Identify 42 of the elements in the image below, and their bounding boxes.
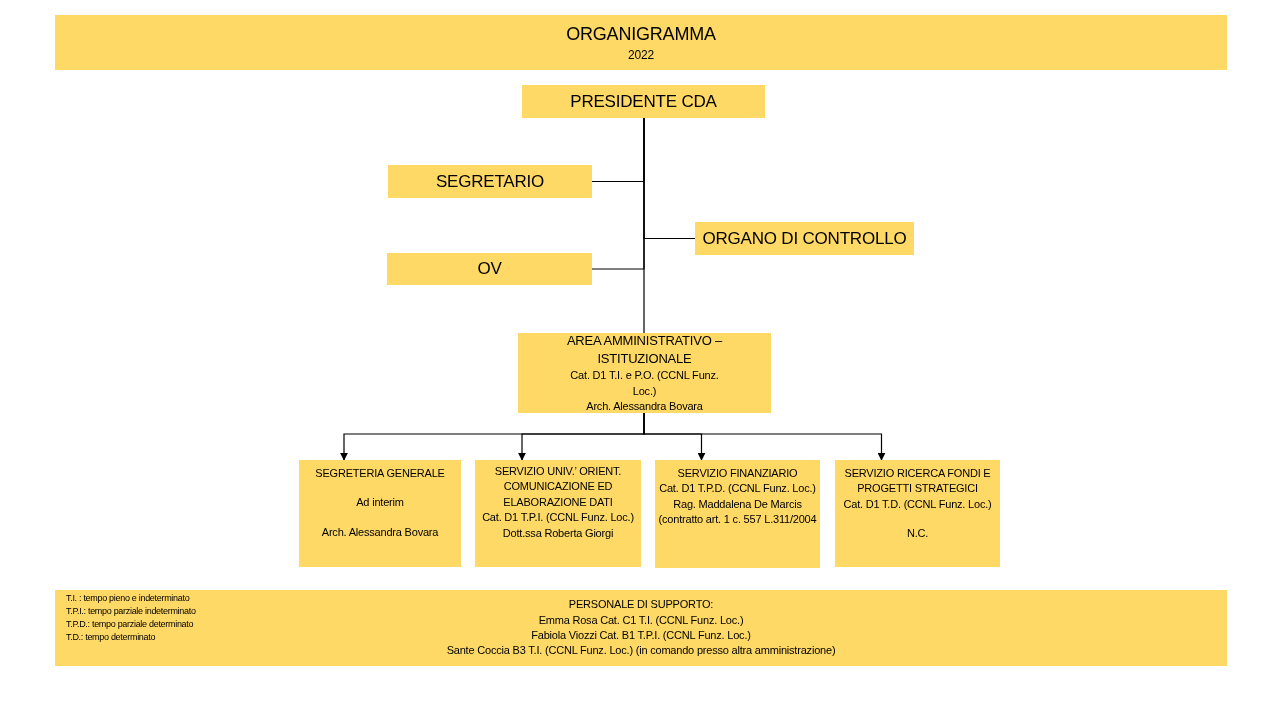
unit-detail: Ad interim (356, 495, 404, 511)
unit-detail: Rag. Maddalena De Marcis (contratto art. 1 c. 557 L.311/2004 (657, 496, 818, 528)
unit-title: AREA AMMINISTRATIVO – ISTITUZIONALE (565, 331, 724, 368)
unit-detail: Cat. D1 T.P.I. (CCNL Funz. Loc.) (482, 510, 634, 526)
unit-detail: Cat. D1 T.D. (CCNL Funz. Loc.) (843, 496, 992, 512)
unit-detail: Fabiola Viozzi Cat. B1 T.P.I. (CCNL Funz. Loc.) (531, 628, 751, 643)
unit-title: SERVIZIO FINANZIARIO (677, 466, 798, 481)
org-unit-box (522, 85, 765, 118)
org-unit-box (388, 165, 592, 198)
unit-detail: Dott.ssa Roberta Giorgi (502, 525, 614, 541)
org-unit-box (655, 460, 820, 568)
connector-line (643, 412, 886, 461)
abbreviation-note: T.D.: tempo determinato (66, 632, 156, 642)
abbreviation-note: T.P.I.: tempo parziale indeterminato (66, 606, 196, 616)
unit-detail: Arch. Alessandra Bovara (321, 524, 439, 540)
unit-detail: N.C. (906, 526, 929, 542)
unit-detail: Cat. D1 T.P.D. (CCNL Funz. Loc.) (659, 481, 816, 497)
unit-detail: Cat. D1 T.I. e P.O. (CCNL Funz. Loc.) (569, 368, 720, 399)
org-unit-box (387, 253, 592, 285)
org-unit-box (475, 460, 641, 567)
unit-title: PERSONALE DI SUPPORTO: (568, 597, 714, 613)
org-unit-box (835, 460, 1000, 567)
abbreviation-note: T.I. : tempo pieno e indeterminato (66, 593, 190, 603)
org-unit-box (518, 333, 771, 413)
org-unit-box (695, 222, 914, 255)
abbreviation-note: T.P.D.: tempo parziale determinato (66, 619, 194, 629)
year-label: 2022 (628, 46, 654, 64)
title: ORGANIGRAMMA (566, 22, 716, 46)
unit-title: ORGANO DI CONTROLLO (702, 227, 907, 250)
org-unit-box (299, 460, 461, 567)
unit-title: SEGRETERIA GENERALE (315, 466, 445, 481)
unit-detail: Sante Coccia B3 T.I. (CCNL Funz. Loc.) (in comando presso altra amministrazione) (446, 643, 836, 659)
title-banner (55, 15, 1227, 70)
unit-detail: Emma Rosa Cat. C1 T.I. (CCNL Funz. Loc.) (538, 612, 744, 628)
unit-detail: Arch. Alessandra Bovara (586, 398, 703, 414)
unit-title: OV (477, 258, 502, 281)
connector-line (643, 117, 645, 334)
support-staff-panel (55, 590, 1227, 666)
unit-title: SEGRETARIO (435, 170, 545, 193)
unit-title: PRESIDENTE CDA (570, 90, 717, 113)
unit-title: SERVIZIO RICERCA FONDI E PROGETTI STRATEGICI (843, 466, 992, 497)
unit-title: SERVIZIO UNIV.’ ORIENT. COMUNICAZIONE ED ELABORAZIONE DATI (493, 464, 623, 510)
